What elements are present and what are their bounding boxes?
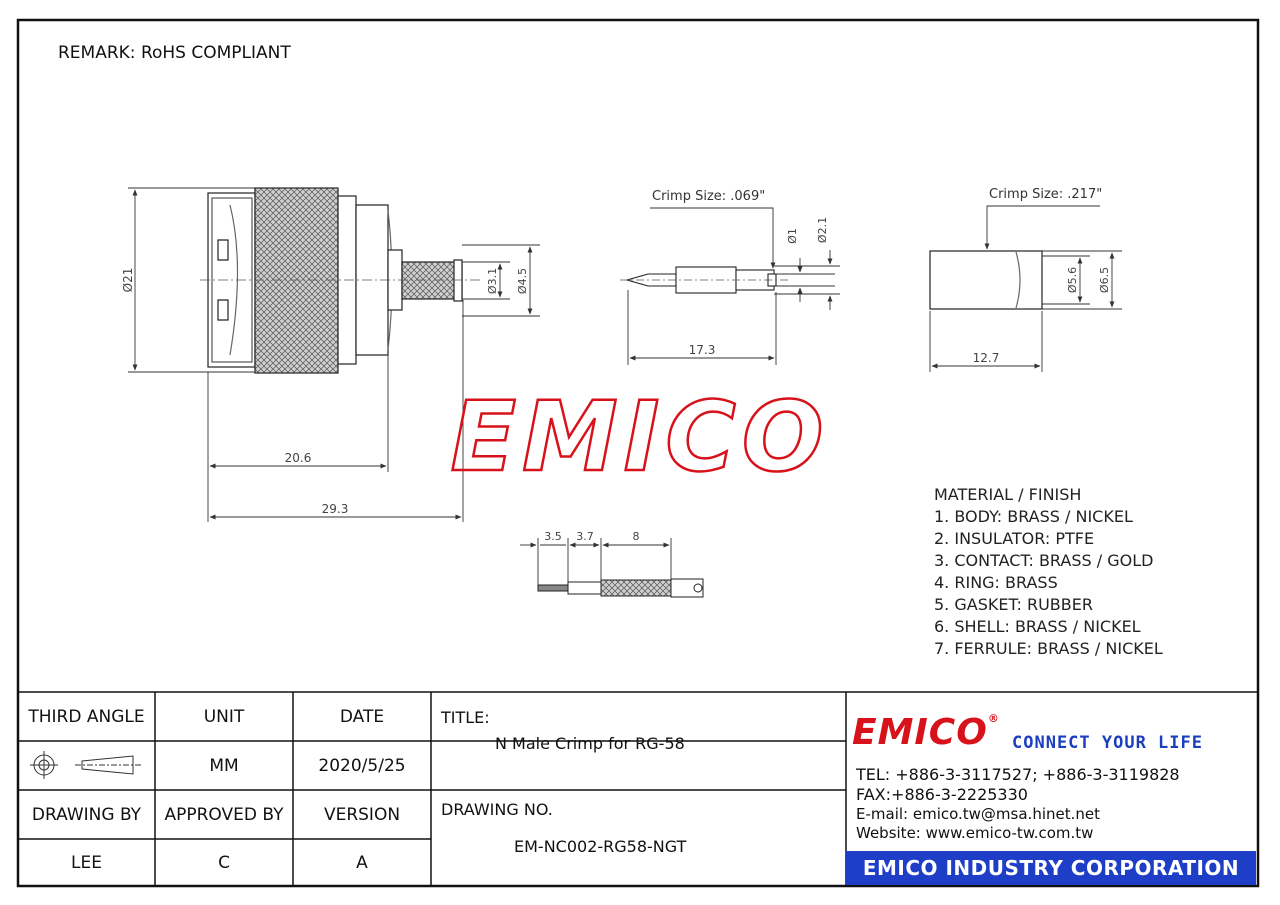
material-item: 1. BODY: BRASS / NICKEL (934, 507, 1133, 526)
dim-label-ferrule-large: Ø4.5 (516, 268, 529, 294)
material-item: 3. CONTACT: BRASS / GOLD (934, 551, 1154, 570)
company-logo-text: EMICO (852, 712, 988, 753)
dim-body-diameter (128, 187, 255, 373)
contact-pin-drawing (620, 266, 790, 294)
title-label: TITLE: (441, 708, 490, 727)
dim-ferrule (929, 205, 1122, 372)
pin-crimp-size: Crimp Size: .069" (652, 189, 765, 204)
drawing-by-label: DRAWING BY (31, 804, 142, 825)
version-label: VERSION (323, 804, 401, 825)
version-value: A (356, 852, 368, 873)
dim-label-strip-1: 3.5 (544, 530, 562, 543)
unit-value: MM (209, 755, 239, 776)
company-website: Website: www.emico-tw.com.tw (856, 824, 1094, 842)
registered-mark: ® (987, 712, 1000, 725)
dim-label-strip-3: 8 (633, 530, 640, 543)
material-item: 2. INSULATOR: PTFE (934, 529, 1095, 548)
dim-label-strip-2: 3.7 (576, 530, 594, 543)
dim-ferrule-diameter (462, 244, 540, 317)
dim-lengths (207, 300, 464, 522)
dim-label-pin-large: Ø2.1 (816, 217, 829, 243)
ferrule-crimp-size: Crimp Size: .217" (989, 187, 1102, 202)
drawing-no-value: EM-NC002-RG58-NGT (514, 837, 687, 856)
unit-label: UNIT (203, 706, 245, 727)
company-name-banner: EMICO INDUSTRY CORPORATION (846, 851, 1256, 885)
approved-by-label: APPROVED BY (164, 804, 284, 825)
dim-label-ferrule-length: 12.7 (973, 351, 1000, 365)
remark-text: REMARK: RoHS COMPLIANT (58, 43, 291, 63)
dim-label-ferrule-inner: Ø5.6 (1066, 267, 1079, 293)
dim-label-ferrule-outer: Ø6.5 (1098, 267, 1111, 293)
material-item: 4. RING: BRASS (934, 573, 1058, 592)
material-item: 5. GASKET: RUBBER (934, 595, 1093, 614)
material-finish-list: MATERIAL / FINISH 1. BODY: BRASS / NICKE… (934, 484, 1163, 660)
dim-label-length-long: 29.3 (322, 502, 349, 516)
approved-by-value: C (218, 852, 230, 873)
dim-pin (627, 207, 840, 365)
cable-strip-drawing (537, 578, 704, 598)
dim-label-pin-length: 17.3 (689, 343, 716, 357)
date-label: DATE (339, 706, 385, 727)
material-item: 7. FERRULE: BRASS / NICKEL (934, 639, 1163, 658)
third-angle-label: THIRD ANGLE (28, 706, 145, 727)
emico-watermark: EMICO (451, 381, 830, 493)
drawing-no-label: DRAWING NO. (441, 800, 553, 819)
material-item: 6. SHELL: BRASS / NICKEL (934, 617, 1141, 636)
company-tagline: CONNECT YOUR LIFE (1012, 733, 1203, 753)
connector-body-drawing (200, 187, 480, 374)
dim-label-pin-small: Ø1 (786, 228, 799, 244)
dim-strip (520, 538, 672, 585)
drawing-by-value: LEE (71, 852, 102, 873)
dim-label-body-diameter: Ø21 (121, 268, 135, 293)
title-value: N Male Crimp for RG-58 (495, 734, 685, 753)
company-email: E-mail: emico.tw@msa.hinet.net (856, 805, 1100, 823)
sheet-border (16, 18, 1260, 888)
title-block-grid (18, 691, 1258, 886)
company-tel: TEL: +886-3-3117527; +886-3-3119828 (856, 765, 1180, 784)
third-angle-projection-icon (30, 751, 142, 779)
date-value: 2020/5/25 (318, 755, 406, 776)
dim-label-length-short: 20.6 (285, 451, 312, 465)
company-fax: FAX:+886-3-2225330 (856, 785, 1028, 804)
crimp-ferrule-drawing (929, 250, 1043, 310)
company-logo: EMICO® (852, 712, 1000, 753)
material-heading: MATERIAL / FINISH (934, 485, 1082, 504)
dim-label-ferrule-small: Ø3.1 (486, 268, 499, 294)
